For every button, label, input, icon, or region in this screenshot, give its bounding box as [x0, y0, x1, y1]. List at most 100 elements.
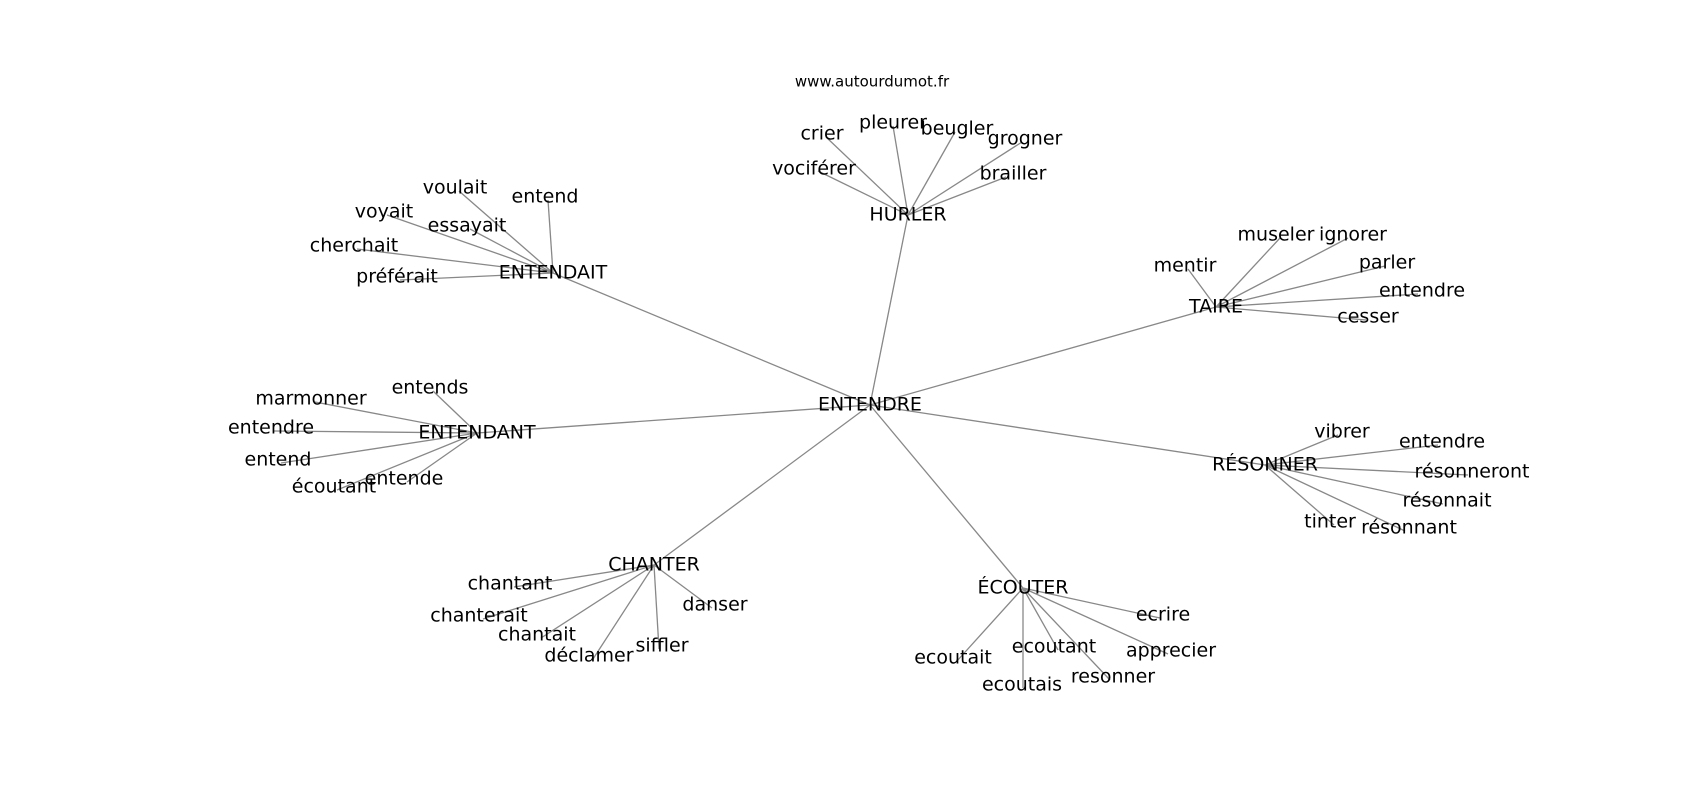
- hub-node-taire: TAIRE: [1188, 296, 1243, 318]
- edges-layer: [273, 125, 1469, 688]
- leaf-node-hurler-brailler: brailler: [980, 163, 1047, 185]
- leaf-node-hurler-pleurer: pleurer: [859, 112, 927, 134]
- edge-entendant-entendre: [273, 430, 478, 434]
- leaf-node-entendait-preferait: préférait: [356, 266, 438, 288]
- leaf-node-ecouter-ecoutais: ecoutais: [982, 674, 1062, 696]
- leaf-node-chanter-declamer: déclamer: [544, 645, 633, 667]
- edge-chanter-declamer: [592, 564, 655, 660]
- edge-entendant-entend: [280, 432, 478, 464]
- edge-taire-entendre: [1215, 293, 1419, 308]
- hub-node-entendant: ENTENDANT: [418, 422, 536, 444]
- center-node-label: ENTENDRE: [818, 394, 922, 416]
- edge-ecouter-ecoutait: [956, 587, 1024, 662]
- leaf-node-entendant-entends: entends: [392, 377, 469, 399]
- edge-resonner-entendre: [1264, 444, 1439, 466]
- hub-node-ecouter: ÉCOUTER: [978, 576, 1069, 599]
- leaf-node-ecouter-ecrire: ecrire: [1136, 604, 1190, 626]
- edge-taire-parler: [1215, 265, 1386, 308]
- leaf-node-hurler-beugler: beugler: [921, 118, 994, 140]
- edge-chanter-chanterait: [482, 564, 655, 620]
- edge-entendait-voyait: [386, 214, 554, 274]
- edge-hurler-crier: [825, 136, 909, 216]
- leaf-node-hurler-crier: crier: [800, 123, 843, 145]
- edge-entendait-entend: [547, 199, 554, 274]
- leaf-node-chanter-chanterait: chanterait: [430, 605, 528, 627]
- leaf-node-entendant-entendre: entendre: [228, 417, 314, 439]
- leaf-node-ecouter-ecoutant: ecoutant: [1012, 636, 1096, 658]
- leaf-node-taire-parler: parler: [1359, 252, 1415, 274]
- leaf-node-ecouter-apprecier: apprecier: [1126, 640, 1216, 662]
- edge-resonner-vibrer: [1264, 434, 1339, 466]
- leaf-node-entendait-cherchait: cherchait: [310, 235, 398, 257]
- edge-hurler-vociferer: [817, 170, 909, 216]
- leaf-node-taire-mentir: mentir: [1154, 255, 1217, 277]
- hub-node-resonner: RÉSONNER: [1212, 453, 1318, 476]
- leaf-node-entendait-voulait: voulait: [423, 177, 488, 199]
- leaf-node-entendant-marmonner: marmonner: [255, 388, 367, 410]
- edge-center-entendant: [476, 404, 871, 434]
- edge-resonner-resonneront: [1264, 464, 1469, 476]
- edge-taire-cesser: [1215, 306, 1367, 321]
- leaf-node-entendant-ecoutant: écoutant: [292, 476, 376, 498]
- edge-hurler-grogner: [907, 141, 1023, 216]
- leaf-node-entendant-entend: entend: [245, 449, 312, 471]
- leaf-node-chanter-danser: danser: [682, 594, 747, 616]
- edge-ecouter-apprecier: [1022, 587, 1169, 655]
- leaf-node-taire-museler: museler: [1238, 224, 1315, 246]
- edge-ecouter-ecoutant: [1022, 587, 1059, 651]
- edge-chanter-danser: [653, 564, 713, 609]
- hub-node-entendait: ENTENDAIT: [499, 262, 608, 284]
- leaf-node-taire-cesser: cesser: [1337, 306, 1399, 328]
- edge-entendant-entends: [432, 390, 478, 434]
- edge-entendait-essayait: [469, 228, 554, 274]
- leaf-node-resonner-resonneront: résonneront: [1415, 461, 1530, 483]
- leaf-node-ecouter-ecoutait: ecoutait: [914, 647, 992, 669]
- edge-entendait-voulait: [458, 190, 554, 274]
- leaf-node-chanter-siffler: siffler: [635, 635, 688, 657]
- edge-ecouter-resonner: [1022, 587, 1111, 681]
- leaf-node-chanter-chantant: chantant: [468, 573, 553, 595]
- labels-layer: ENTENDRE HURLER crier pleurerbeuglergrogner…: [228, 112, 1529, 696]
- edge-resonner-resonnant: [1264, 464, 1406, 532]
- edge-ecouter-ecrire: [1022, 587, 1161, 619]
- leaf-node-resonner-tinter: tinter: [1304, 511, 1356, 533]
- edge-taire-museler: [1215, 237, 1281, 308]
- edge-center-chanter: [653, 404, 871, 566]
- edge-entendait-preferait: [399, 272, 554, 281]
- edge-center-ecouter: [869, 404, 1024, 589]
- leaf-node-ecouter-resonner: resonner: [1071, 666, 1155, 688]
- edge-chanter-chantant: [513, 564, 655, 588]
- edge-hurler-beugler: [907, 131, 956, 216]
- leaf-node-entendait-entend: entend: [512, 186, 579, 208]
- leaf-node-hurler-grogner: grogner: [988, 128, 1063, 150]
- edge-center-hurler: [869, 214, 909, 406]
- watermark-text: www.autourdumot.fr: [795, 73, 950, 91]
- leaf-node-resonner-entendre: entendre: [1399, 431, 1485, 453]
- leaf-node-taire-entendre: entendre: [1379, 280, 1465, 302]
- edge-resonner-tinter: [1264, 464, 1335, 526]
- edge-resonner-resonnait: [1264, 464, 1444, 505]
- leaf-node-entendait-essayait: essayait: [428, 215, 507, 237]
- edge-taire-ignorer: [1215, 237, 1349, 308]
- leaf-node-entendait-voyait: voyait: [355, 201, 413, 223]
- leaf-node-entendant-entende: entende: [365, 468, 444, 490]
- leaf-node-chanter-chantait: chantait: [498, 624, 576, 646]
- leaf-node-resonner-resonnait: résonnait: [1402, 490, 1491, 512]
- hub-node-hurler: HURLER: [869, 204, 946, 226]
- edge-hurler-pleurer: [892, 125, 909, 216]
- edge-chanter-chantait: [540, 564, 655, 639]
- edge-center-taire: [869, 306, 1217, 406]
- edge-hurler-brailler: [907, 176, 1007, 216]
- edge-entendait-cherchait: [356, 248, 554, 274]
- edge-center-resonner: [869, 404, 1266, 466]
- leaf-node-hurler-vociferer: vociférer: [772, 158, 856, 180]
- leaf-node-resonner-vibrer: vibrer: [1314, 421, 1370, 443]
- leaf-node-taire-ignorer: ignorer: [1319, 224, 1387, 246]
- leaf-node-resonner-resonnant: résonnant: [1361, 517, 1457, 539]
- hub-node-chanter: CHANTER: [608, 554, 700, 576]
- edge-entendant-entende: [406, 432, 478, 483]
- edge-entendant-ecoutant: [336, 432, 478, 491]
- edge-taire-mentir: [1187, 268, 1217, 308]
- edge-center-entendait: [552, 272, 871, 406]
